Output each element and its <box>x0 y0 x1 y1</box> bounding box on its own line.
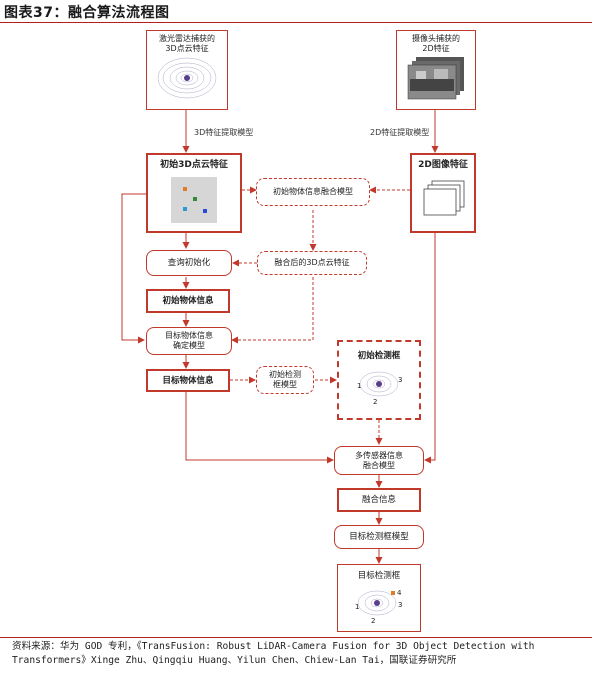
arrow-2d-to-multisensor <box>424 232 436 464</box>
lidar-capture-label: 激光雷达捕获的 3D点云特征 <box>159 34 215 53</box>
fused-3d-feature-box: 融合后的3D点云特征 <box>257 251 367 275</box>
target-box-num-2: 2 <box>371 617 375 625</box>
initial-detect-thumbnail: 1 2 3 <box>357 371 402 406</box>
target-detect-box-label: 目标检测框 <box>357 571 401 581</box>
target-detect-box: 目标检测框 1 2 3 4 <box>337 564 421 632</box>
initial-3d-feature-label: 初始3D点云特征 <box>160 160 228 170</box>
arrow-targetinfo-to-multisensor <box>185 392 334 464</box>
arrow-3d-loop-to-targetmodel <box>121 193 146 344</box>
initial-detect-box-label: 初始检测框 <box>357 351 401 361</box>
object-fusion-model-box: 初始物体信息融合模型 <box>256 178 370 206</box>
camera-capture-box: 摄像头捕获的 2D特征 <box>396 30 476 110</box>
target-object-model-box: 目标物体信息 确定模型 <box>146 327 232 355</box>
target-detect-thumbnail: 1 2 3 4 <box>355 589 402 625</box>
feat2d-model-label: 2D特征提取模型 <box>370 128 430 137</box>
stacked-feature-maps-icon <box>423 180 465 216</box>
target-box-num-4: 4 <box>397 589 402 597</box>
camera-images-thumbnail <box>407 57 464 100</box>
initial-object-info-box: 初始物体信息 <box>146 289 230 313</box>
multi-sensor-model-box: 多传感器信息 融合模型 <box>334 446 424 475</box>
initial-detect-box: 初始检测框 1 2 3 <box>337 340 421 420</box>
initial-box-num-3: 3 <box>398 376 402 384</box>
fused-info-box: 融合信息 <box>337 488 421 512</box>
query-init-box: 查询初始化 <box>146 250 232 276</box>
footer-divider <box>0 637 592 638</box>
feature-2d-box: 2D图像特征 <box>410 153 476 233</box>
initial-detect-model-box: 初始检测 框模型 <box>256 366 314 394</box>
arrow-fused3d-to-targetmodel <box>231 277 314 344</box>
initial-box-num-1: 1 <box>357 382 361 390</box>
source-note: 资料来源：华为 GOD 专利，《TransFusion: Robust LiDA… <box>12 641 535 666</box>
camera-capture-label: 摄像头捕获的 2D特征 <box>412 34 460 53</box>
feature-2d-label: 2D图像特征 <box>418 160 468 170</box>
target-box-num-3: 3 <box>398 601 402 609</box>
figure-title: 图表37：融合算法流程图 <box>4 5 170 21</box>
initial-3d-feature-box: 初始3D点云特征 <box>146 153 242 233</box>
lidar-capture-box: 激光雷达捕获的 3D点云特征 <box>146 30 228 110</box>
target-detect-model-box: 目标检测框模型 <box>334 525 424 549</box>
point-cloud-thumbnail <box>157 57 217 99</box>
target-object-info-box: 目标物体信息 <box>146 369 230 392</box>
title-divider <box>0 22 592 23</box>
target-box-num-1: 1 <box>355 603 359 611</box>
initial-box-num-2: 2 <box>373 398 377 406</box>
feat3d-model-label: 3D特征提取模型 <box>194 128 254 137</box>
feature-map-thumbnail <box>171 177 217 223</box>
